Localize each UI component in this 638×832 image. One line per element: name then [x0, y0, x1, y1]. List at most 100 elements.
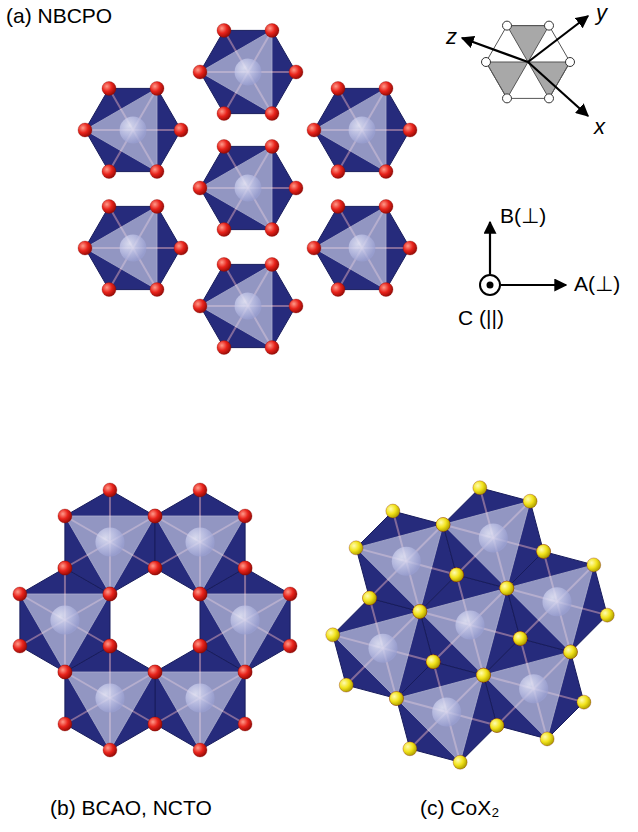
- anion-atom: [58, 509, 72, 523]
- axis-label: y: [596, 0, 607, 25]
- octahedron: [85, 88, 181, 171]
- anion-atom: [238, 665, 252, 679]
- anion-atom: [389, 692, 403, 706]
- axis-label: B(⊥): [500, 204, 546, 228]
- anion-atom: [331, 199, 345, 213]
- anion-atom: [148, 717, 162, 731]
- anion-atom: [193, 65, 207, 79]
- anion-atom: [403, 123, 417, 137]
- anion-atom: [331, 165, 345, 179]
- anion-atom: [217, 107, 231, 121]
- anion-atom: [577, 695, 591, 709]
- anion-atom: [363, 591, 377, 605]
- axis-label: z: [446, 24, 457, 49]
- anion-atom: [148, 509, 162, 523]
- anion-atom: [148, 561, 162, 575]
- anion-atom: [103, 483, 117, 497]
- anion-atom: [413, 605, 427, 619]
- anion-atom: [537, 544, 551, 558]
- octahedron: [356, 511, 456, 611]
- anion-atom: [103, 639, 117, 653]
- anion-atom: [58, 665, 72, 679]
- anion-atom: [148, 717, 162, 731]
- anion-atom: [193, 587, 207, 601]
- axis-label: C (||): [458, 306, 504, 330]
- anion-atom: [238, 717, 252, 731]
- anion-atom: [450, 568, 464, 582]
- anion-atom: [436, 518, 450, 532]
- anion-atom: [289, 181, 303, 195]
- anion-atom: [148, 665, 162, 679]
- anion-atom: [58, 561, 72, 575]
- local-axes-inset: [462, 16, 588, 116]
- panel-label: (b) BCAO, NCTO: [50, 796, 212, 820]
- anion-atom: [58, 665, 72, 679]
- anion-atom: [500, 581, 514, 595]
- anion-atom: [193, 639, 207, 653]
- anion-atom: [150, 283, 164, 297]
- anion-atom: [148, 665, 162, 679]
- anion-atom: [238, 561, 252, 575]
- anion-atom: [13, 639, 27, 653]
- anion-atom: [379, 165, 393, 179]
- anion-atom: [193, 743, 207, 757]
- anion-atom: [413, 605, 427, 619]
- octahedron: [333, 598, 433, 698]
- anion-atom: [331, 81, 345, 95]
- anion-atom: [326, 628, 340, 642]
- anion-atom: [78, 123, 92, 137]
- axis-label: A(⊥): [574, 272, 620, 296]
- anion-atom: [103, 587, 117, 601]
- anion-atom: [473, 481, 487, 495]
- octahedron: [507, 551, 607, 651]
- anion-atom: [339, 678, 353, 692]
- anion-atom: [193, 483, 207, 497]
- crystal-axes: [480, 222, 566, 295]
- anion-atom: [102, 81, 116, 95]
- anion-atom: [600, 608, 614, 622]
- anion-atom: [148, 561, 162, 575]
- anion-atom: [238, 509, 252, 523]
- anion-atom: [476, 668, 490, 682]
- octahedron: [314, 88, 410, 171]
- anion-atom: [490, 718, 504, 732]
- anion-atom: [193, 639, 207, 653]
- anion-atom: [563, 645, 577, 659]
- anion-atom: [500, 581, 514, 595]
- anion-atom: [289, 299, 303, 313]
- anion-atom: [265, 107, 279, 121]
- octahedron: [85, 206, 181, 289]
- anion-atom: [379, 81, 393, 95]
- anion-atom: [58, 717, 72, 731]
- octahedron: [200, 264, 296, 347]
- octahedron: [155, 646, 245, 750]
- anion-atom: [193, 587, 207, 601]
- anion-atom: [436, 518, 450, 532]
- anion-atom: [103, 587, 117, 601]
- octahedron: [200, 30, 296, 113]
- anion-atom: [513, 631, 527, 645]
- anion-atom: [523, 494, 537, 508]
- anion-atom: [563, 645, 577, 659]
- anion-atom: [150, 81, 164, 95]
- octahedron: [200, 146, 296, 229]
- anion-atom: [102, 283, 116, 297]
- anion-atom: [537, 544, 551, 558]
- anion-atom: [58, 561, 72, 575]
- anion-atom: [78, 241, 92, 255]
- anion-atom: [307, 241, 321, 255]
- anion-atom: [217, 23, 231, 37]
- anion-atom: [193, 181, 207, 195]
- anion-atom: [265, 223, 279, 237]
- axis-label: x: [594, 114, 605, 139]
- anion-atom: [238, 665, 252, 679]
- anion-atom: [476, 668, 490, 682]
- panel-label: (c) CoX₂: [420, 796, 499, 820]
- octahedron: [65, 490, 155, 594]
- octahedra: [20, 30, 607, 762]
- anion-atom: [426, 655, 440, 669]
- anion-atom: [349, 541, 363, 555]
- panel-label: (a) NBCPO: [6, 4, 112, 28]
- anion-atom: [379, 283, 393, 297]
- anion-atom: [389, 692, 403, 706]
